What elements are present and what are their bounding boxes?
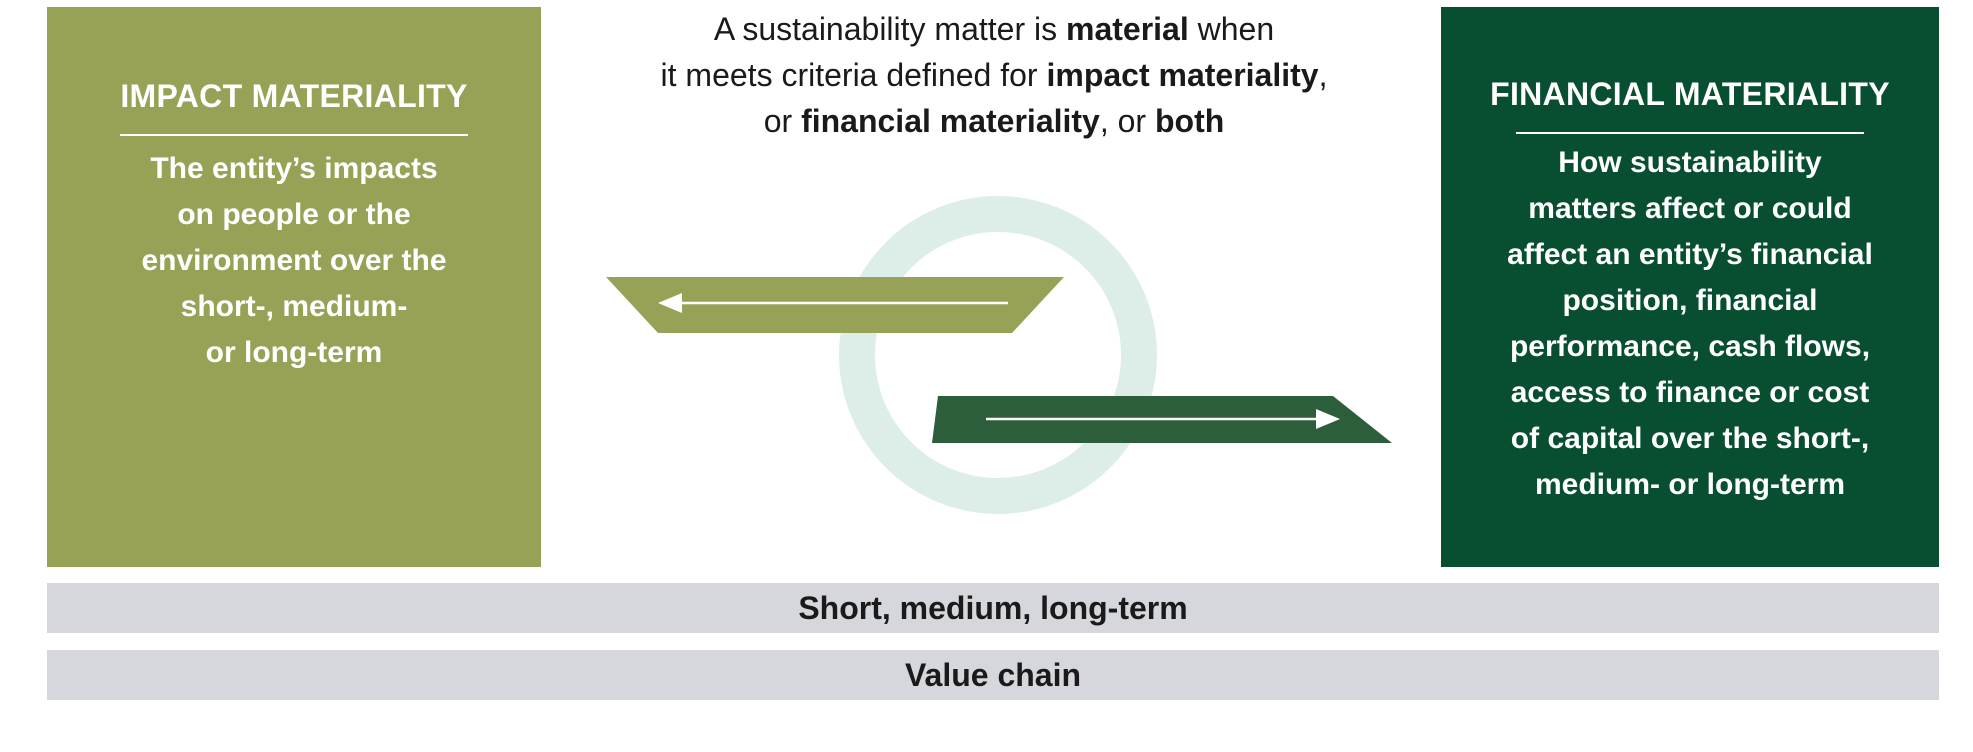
financial-materiality-description: How sustainability matters affect or cou… <box>1507 146 1873 502</box>
headline-emphasis-both: both <box>1154 103 1225 139</box>
headline-text: , or <box>1099 103 1155 139</box>
headline-line-1: A sustainability matter is material when <box>560 6 1428 52</box>
headline-emphasis-material: material <box>1066 11 1189 47</box>
left-arrow-icon <box>658 293 1008 313</box>
headline-text: , <box>1318 57 1328 93</box>
financial-materiality-panel: FINANCIAL MATERIALITY How sustainability… <box>1441 7 1939 567</box>
impact-materiality-panel: IMPACT MATERIALITY The entity’s impacts … <box>47 7 541 567</box>
double-materiality-diagram <box>606 196 1392 514</box>
impact-flow-band <box>606 277 1064 333</box>
materiality-headline: A sustainability matter is material when… <box>560 6 1428 144</box>
headline-text: it meets criteria defined for <box>660 57 1047 93</box>
value-chain-bar: Value chain <box>47 650 1939 700</box>
headline-line-3: or financial materiality, or both <box>560 98 1428 144</box>
right-arrow-icon <box>986 409 1340 429</box>
materiality-ring <box>839 196 1157 514</box>
headline-text: A sustainability matter is <box>713 11 1066 47</box>
impact-materiality-description: The entity’s impacts on people or the en… <box>141 152 447 370</box>
impact-materiality-title: IMPACT MATERIALITY <box>120 78 468 114</box>
headline-emphasis-financial: financial materiality <box>801 103 1100 139</box>
financial-title-divider <box>1516 132 1864 135</box>
headline-text: when <box>1188 11 1275 47</box>
headline-line-2: it meets criteria defined for impact mat… <box>560 52 1428 98</box>
headline-text: or <box>763 103 802 139</box>
financial-materiality-title: FINANCIAL MATERIALITY <box>1490 76 1890 112</box>
time-horizon-bar: Short, medium, long-term <box>47 583 1939 633</box>
impact-title-divider <box>120 134 468 137</box>
headline-emphasis-impact: impact materiality <box>1046 57 1319 93</box>
